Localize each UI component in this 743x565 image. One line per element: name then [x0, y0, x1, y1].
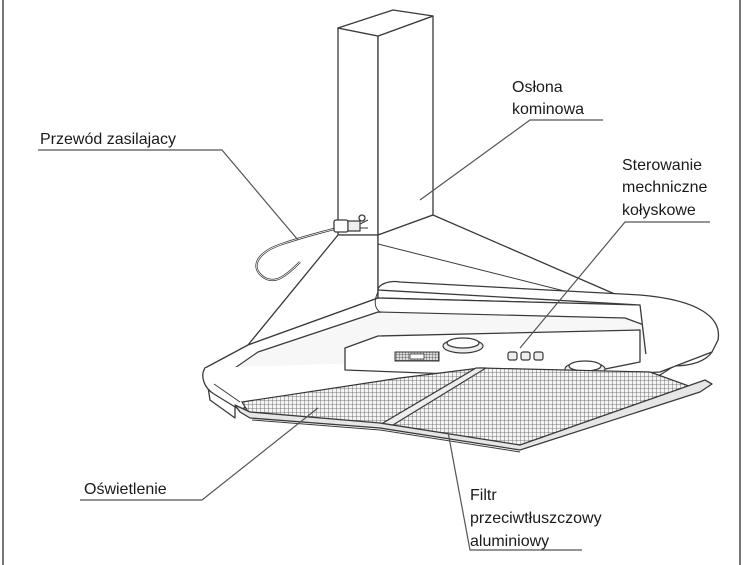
label-controls-line-3: kołyskowe — [622, 202, 696, 219]
label-chimney-cover-line-2: kominowa — [512, 101, 584, 118]
label-controls-line-1: Sterowanie — [622, 157, 702, 174]
plug-icon — [333, 214, 369, 233]
rocker-switches — [507, 351, 544, 361]
label-power-cord-line-1: Przewód zasilajacy — [40, 131, 176, 148]
label-lighting: Oświetlenie — [84, 481, 167, 498]
label-filter-line-1: Filtr — [470, 487, 497, 504]
grease-filters — [234, 367, 713, 453]
label-chimney-cover: Osłona kominowa — [512, 79, 584, 118]
label-filter-line-3: aluminiowy — [470, 533, 549, 550]
label-filter-line-2: przeciwtłuszczowy — [470, 510, 602, 527]
label-controls-line-2: mechniczne — [622, 179, 707, 196]
label-filter: Filtr przeciwtłuszczowy aluminiowy — [470, 487, 602, 550]
label-controls: Sterowanie mechniczne kołyskowe — [622, 157, 707, 219]
label-lighting-line-1: Oświetlenie — [84, 481, 167, 498]
left-knob — [442, 337, 484, 354]
power-cord — [255, 214, 369, 282]
chimney-cover — [337, 9, 434, 236]
leader-lines — [38, 119, 710, 551]
label-power-cord: Przewód zasilajacy — [40, 131, 176, 148]
control-panel — [344, 329, 641, 382]
label-chimney-cover-line-1: Osłona — [512, 79, 563, 96]
